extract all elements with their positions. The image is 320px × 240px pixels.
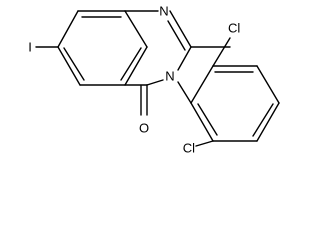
bond bbox=[146, 79, 164, 86]
bond bbox=[177, 46, 192, 71]
bond bbox=[169, 10, 192, 48]
chlorine-upper-label: Cl bbox=[228, 21, 240, 36]
atom-labels: N N O I Cl Cl bbox=[28, 4, 240, 156]
amide-nitrogen-label: N bbox=[165, 69, 174, 84]
molecule-structure: N N O I Cl Cl bbox=[28, 4, 280, 156]
bond bbox=[167, 20, 186, 51]
carbonyl-oxygen-label: O bbox=[139, 121, 149, 136]
bond bbox=[190, 65, 214, 104]
bond bbox=[195, 140, 214, 147]
bond-lines bbox=[35, 10, 280, 147]
bond bbox=[252, 103, 274, 137]
bond bbox=[190, 102, 214, 142]
bond bbox=[256, 65, 280, 104]
bond bbox=[57, 46, 81, 86]
bond bbox=[57, 10, 79, 48]
bond bbox=[197, 103, 218, 136]
ring-nitrogen-label: N bbox=[159, 4, 168, 19]
bond bbox=[177, 81, 192, 104]
iodine-label: I bbox=[28, 40, 32, 55]
bond bbox=[256, 102, 280, 142]
bond bbox=[120, 47, 142, 81]
bond bbox=[63, 47, 85, 81]
bond bbox=[124, 46, 148, 86]
chlorine-lower-label: Cl bbox=[183, 141, 195, 156]
bond bbox=[212, 37, 231, 67]
bond bbox=[124, 10, 148, 48]
